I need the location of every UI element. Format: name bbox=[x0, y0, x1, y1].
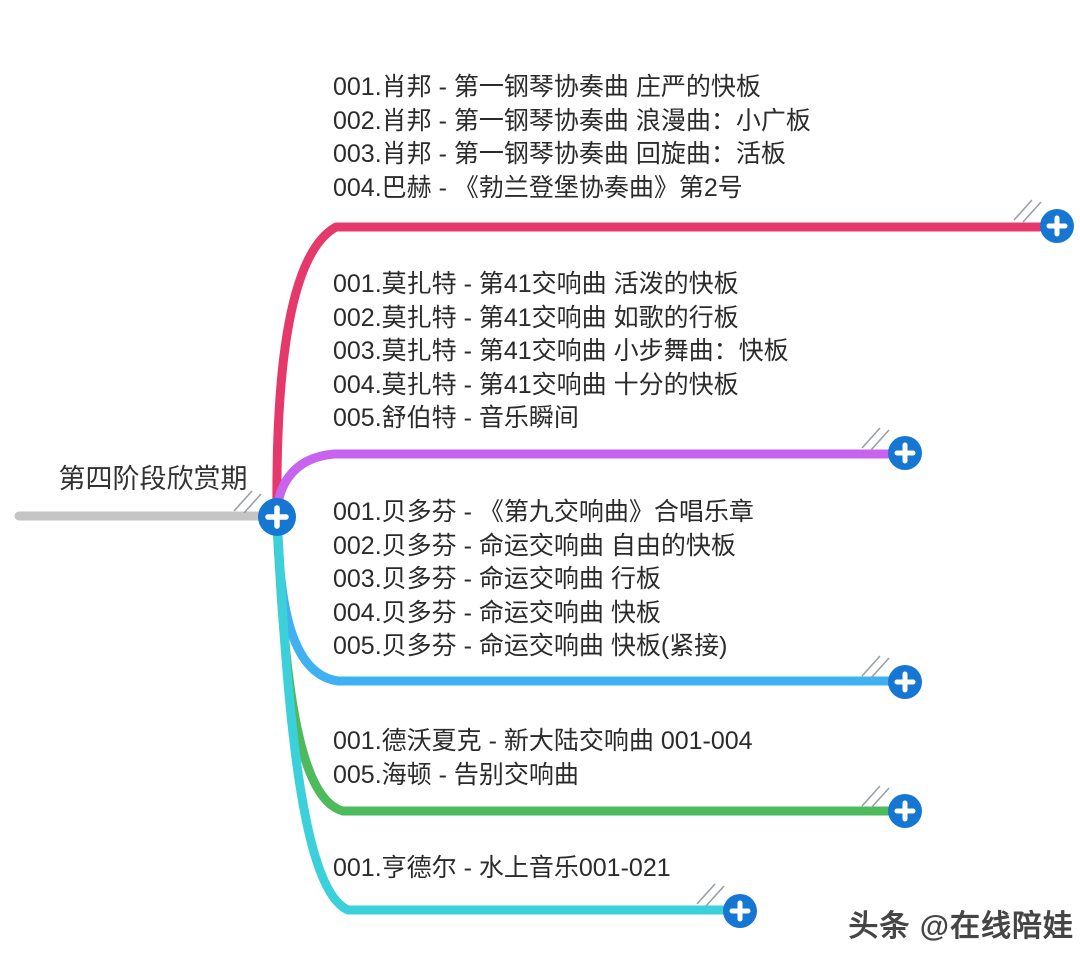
add-node-button-chopin[interactable] bbox=[1040, 209, 1074, 243]
sketch-hatch-branch-1 bbox=[1013, 199, 1042, 223]
sketch-hatch-branch-2 bbox=[861, 427, 890, 451]
add-node-button-root[interactable] bbox=[258, 498, 296, 536]
branch-line-chopin[interactable] bbox=[272, 222, 1045, 522]
root-node-label[interactable]: 第四阶段欣赏期 bbox=[58, 464, 248, 494]
topic-item: 001.亨德尔 - 水上音乐001-021 bbox=[333, 854, 671, 882]
plus-icon bbox=[1046, 215, 1068, 237]
plus-icon bbox=[894, 442, 916, 464]
topic-item: 003.贝多芬 - 命运交响曲 行板 bbox=[333, 565, 661, 594]
add-node-button-handel[interactable] bbox=[723, 894, 757, 928]
sketch-hatch-branch-3 bbox=[861, 655, 890, 679]
topic-item: 005.贝多芬 - 命运交响曲 快板(紧接) bbox=[333, 632, 728, 661]
topic-item: 005.舒伯特 - 音乐瞬间 bbox=[333, 404, 579, 433]
sketch-hatch-branch-4 bbox=[861, 785, 890, 809]
add-node-button-dvorak[interactable] bbox=[888, 794, 922, 828]
watermark: 头条 @在线陪娃 bbox=[848, 910, 1074, 943]
topic-node-beethoven[interactable]: 001.贝多芬 - 《第九交响曲》合唱乐章 002.贝多芬 - 命运交响曲 自由… bbox=[333, 496, 754, 664]
topic-item: 002.莫扎特 - 第41交响曲 如歌的行板 bbox=[333, 303, 739, 332]
topic-item: 002.贝多芬 - 命运交响曲 自由的快板 bbox=[333, 531, 736, 560]
sketch-hatch-branch-5 bbox=[696, 883, 725, 907]
plus-icon bbox=[894, 800, 916, 822]
topic-node-handel[interactable]: 001.亨德尔 - 水上音乐001-021 bbox=[333, 852, 671, 886]
topic-item: 001.贝多芬 - 《第九交响曲》合唱乐章 bbox=[333, 498, 754, 526]
topic-item: 004.莫扎特 - 第41交响曲 十分的快板 bbox=[333, 370, 739, 399]
topic-item: 003.肖邦 - 第一钢琴协奏曲 回旋曲：活板 bbox=[333, 140, 786, 169]
plus-icon bbox=[265, 505, 289, 529]
plus-icon bbox=[729, 900, 751, 922]
topic-item: 003.莫扎特 - 第41交响曲 小步舞曲：快板 bbox=[333, 337, 789, 366]
topic-item: 005.海顿 - 告别交响曲 bbox=[333, 760, 579, 789]
topic-node-chopin[interactable]: 001.肖邦 - 第一钢琴协奏曲 庄严的快板 002.肖邦 - 第一钢琴协奏曲 … bbox=[333, 71, 811, 205]
topic-node-dvorak[interactable]: 001.德沃夏克 - 新大陆交响曲 001-004 005.海顿 - 告别交响曲 bbox=[333, 725, 753, 792]
add-node-button-beethoven[interactable] bbox=[888, 665, 922, 699]
topic-item: 001.肖邦 - 第一钢琴协奏曲 庄严的快板 bbox=[333, 73, 761, 101]
topic-item: 004.巴赫 - 《勃兰登堡协奏曲》第2号 bbox=[333, 173, 743, 202]
topic-item: 001.莫扎特 - 第41交响曲 活泼的快板 bbox=[333, 270, 739, 298]
branch-line-handel[interactable] bbox=[272, 512, 728, 915]
add-node-button-mozart[interactable] bbox=[888, 436, 922, 470]
topic-item: 002.肖邦 - 第一钢琴协奏曲 浪漫曲：小广板 bbox=[333, 106, 811, 135]
topic-item: 004.贝多芬 - 命运交响曲 快板 bbox=[333, 598, 661, 627]
topic-item: 001.德沃夏克 - 新大陆交响曲 001-004 bbox=[333, 727, 753, 755]
plus-icon bbox=[894, 671, 916, 693]
topic-node-mozart[interactable]: 001.莫扎特 - 第41交响曲 活泼的快板 002.莫扎特 - 第41交响曲 … bbox=[333, 268, 789, 436]
sketch-hatch-root bbox=[233, 490, 262, 514]
